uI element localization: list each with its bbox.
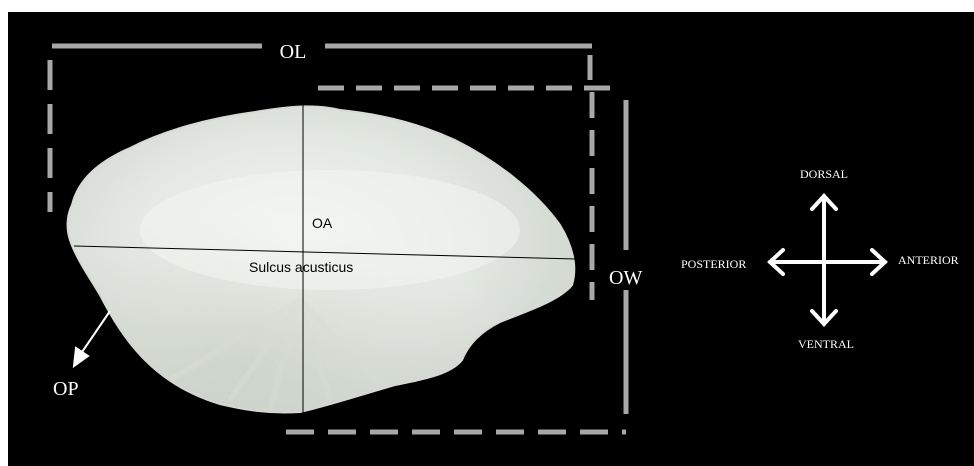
arrow-cross-icon bbox=[770, 196, 885, 324]
compass-ventral-label: VENTRAL bbox=[798, 337, 854, 351]
op-label: OP bbox=[53, 378, 79, 400]
sulcus-label: Sulcus acusticus bbox=[249, 259, 353, 275]
ow-label: OW bbox=[609, 267, 642, 289]
compass-anterior-label: ANTERIOR bbox=[898, 253, 959, 267]
compass-posterior-label: POSTERIOR bbox=[681, 257, 746, 271]
compass-dorsal-label: DORSAL bbox=[800, 167, 848, 181]
op-arrow-icon bbox=[74, 311, 110, 366]
oa-label: OA bbox=[312, 215, 333, 231]
ol-label: OL bbox=[280, 41, 307, 63]
